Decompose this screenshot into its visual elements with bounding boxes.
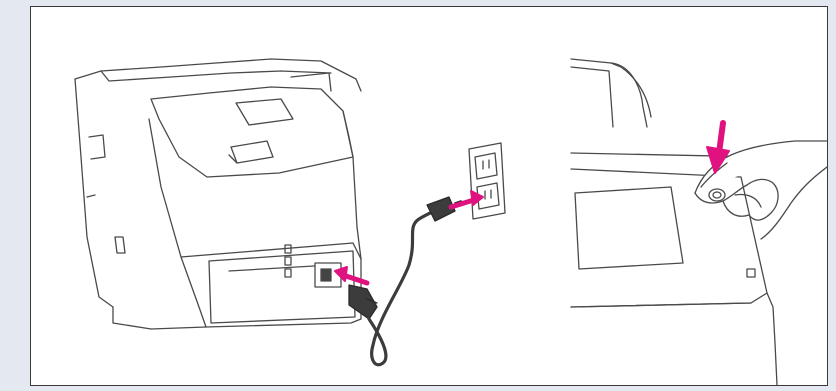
- connect-power-cord-panel: [31, 7, 551, 385]
- press-arrow-icon: [706, 120, 730, 174]
- printer-rear-icon: [74, 58, 362, 330]
- wall-outlet-icon: [468, 142, 506, 220]
- illustration-frame: [30, 6, 828, 386]
- press-power-button-panel: [551, 7, 827, 385]
- hand-icon: [694, 140, 827, 240]
- power-cord-icon: [348, 196, 462, 367]
- inlet-arrow-icon: [334, 266, 370, 286]
- plug-arrow-icon: [448, 190, 484, 210]
- power-button-icon: [708, 188, 726, 202]
- printer-top-icon: [570, 58, 778, 385]
